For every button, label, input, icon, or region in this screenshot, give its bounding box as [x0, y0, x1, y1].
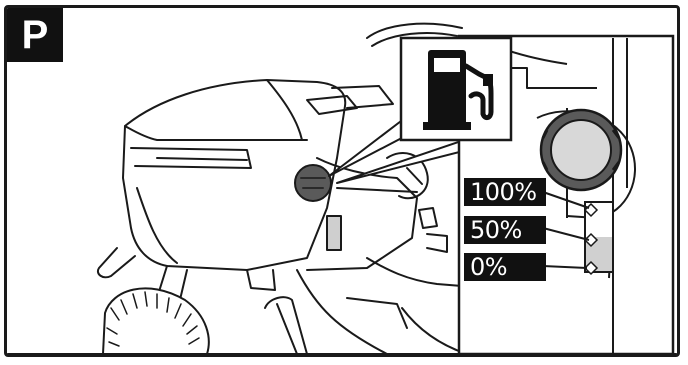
fuel-level-0-label: 0% — [464, 253, 546, 281]
steering-wheel — [367, 24, 462, 38]
panel-label: P — [7, 8, 63, 62]
fuel-cap-small — [295, 165, 331, 201]
illustration-frame: P 100% 50% 0% — [4, 5, 680, 357]
fuel-tank-window — [327, 216, 341, 250]
fuel-pump-icon-box — [401, 38, 511, 140]
tractor-illustration — [7, 8, 677, 354]
fuel-level-50-label: 50% — [464, 216, 546, 244]
front-tire — [103, 288, 209, 354]
fuel-level-100-label: 100% — [464, 178, 546, 206]
